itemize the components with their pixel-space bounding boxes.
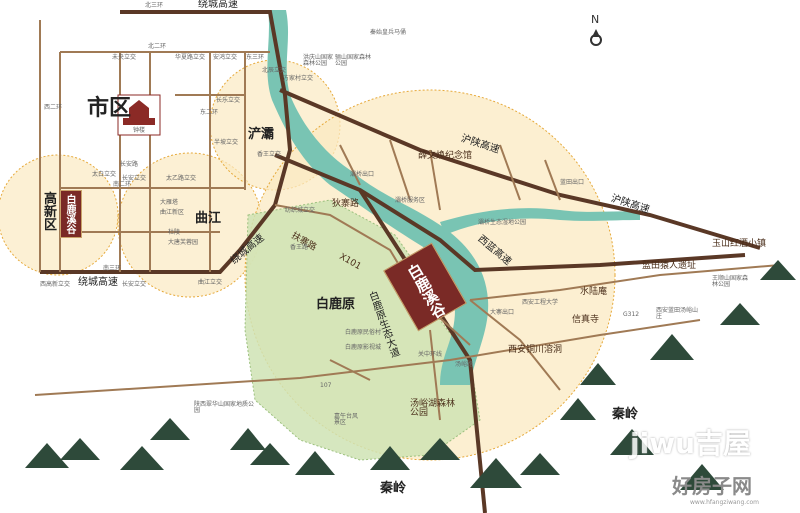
- interchange-20: 大雁塔: [160, 199, 179, 206]
- road-xi2: 西二环: [44, 104, 63, 111]
- bell-tower-label: 钟楼: [133, 127, 146, 134]
- interchange-9: 香王立交: [257, 151, 282, 158]
- ba-river: [267, 10, 489, 385]
- xilan-highway: [274, 153, 746, 273]
- road-changan: 长安路: [120, 161, 139, 168]
- road-107: [34, 319, 701, 396]
- place-yushan: 玉山红酒小镇: [712, 239, 767, 249]
- place-tangyu: 汤峪湖森林公园: [410, 399, 456, 418]
- chanba-roads: [339, 139, 561, 211]
- interchange-4: 北辰立交: [262, 67, 287, 74]
- bailuyuan-plateau: [244, 199, 481, 461]
- interchange-12: 太乙路立交: [166, 175, 197, 182]
- bell-tower-icon: [117, 94, 161, 136]
- road-g312: G312: [623, 311, 640, 318]
- interchange-15: 西高新立交: [40, 281, 71, 288]
- district-hightech-label: 高新区: [44, 192, 58, 233]
- place-lantian-tang: 西安蓝田汤峪山庄: [656, 307, 699, 320]
- road-dong3: 东三环: [246, 54, 265, 61]
- district-qinling-label: 秦岭: [380, 481, 407, 496]
- place-tangyu-road: 汤峪路: [455, 361, 474, 368]
- watermark-jiwu: jiwu吉屋: [630, 427, 751, 460]
- interchange-7: 长乐立交: [216, 97, 241, 104]
- place-dazhai: 大寨出口: [490, 309, 515, 316]
- g312-road: [469, 264, 781, 301]
- interchange-5: 方家村立交: [283, 75, 314, 82]
- river-branch: [440, 208, 640, 235]
- place-jiangcun: 灞桥服务区: [395, 197, 426, 204]
- hightech-circle: [0, 154, 119, 276]
- qinling-mountains: [25, 260, 796, 490]
- road-bei2: 北二环: [148, 43, 167, 50]
- city-grid: [59, 51, 270, 272]
- place-shanxi-park: 陕西翠华山国家地质公园: [194, 401, 255, 414]
- place-lantian-ape: 蓝田猿人遗址: [642, 261, 697, 271]
- road-bei3: 北三环: [145, 2, 164, 9]
- interchange-0: 未央立交: [112, 54, 137, 61]
- interchange-1: 华夏路立交: [175, 54, 206, 61]
- compass-icon: [590, 29, 602, 46]
- road-nan3: 南三环: [103, 265, 122, 272]
- place-hongqing: 洪庆山国家森林公园: [303, 54, 334, 67]
- road-kuangwang: 狄寨路: [332, 199, 360, 209]
- place-kuanhua: 关中环线: [418, 351, 443, 358]
- interchange-21: 曲江新区: [160, 209, 185, 216]
- district-qujiang-label: 曲江: [195, 211, 222, 226]
- interchange-23: 大唐芙蓉园: [168, 239, 199, 246]
- interchange-22: 杜陵: [168, 229, 181, 236]
- interchange-18: 纺织城立交: [285, 207, 316, 214]
- road-dong2: 东二环: [200, 109, 219, 116]
- watermark-haofang-url: www.hfangziwang.com: [690, 499, 760, 506]
- interchange-2: 安鸿立交: [213, 54, 238, 61]
- place-bailuyuan-expo: 白鹿原民俗村: [345, 329, 382, 336]
- place-dongjiao: 灞桥出口: [350, 171, 375, 178]
- place-shuilu: 水陆庵: [580, 287, 608, 297]
- district-chanba-label: 浐灞: [248, 127, 275, 142]
- highway-raocheng-bottom: 绕城高速: [78, 277, 118, 288]
- highway-raocheng-top: 绕城高速: [198, 0, 238, 10]
- place-qinhan: 秦始皇兵马俑: [370, 29, 407, 36]
- interchange-8: 半坡立交: [214, 139, 239, 146]
- interchange-16: 长安立交: [122, 281, 147, 288]
- place-baqiao-park: 灞桥生态湿地公园: [478, 219, 527, 226]
- interchange-17: 曲江立交: [198, 279, 223, 286]
- inner-road-east: [358, 188, 487, 513]
- brand-name-west: 白鹿溪谷: [64, 194, 75, 234]
- brand-name-main: 白鹿溪谷: [403, 260, 449, 322]
- place-dingshu: 嘉午台风景区: [334, 413, 359, 426]
- interchange-11: 长安立交: [122, 175, 147, 182]
- place-xian-hongdu: 西安工程大学: [522, 299, 559, 306]
- district-qinling-corner-label: 秦岭: [612, 407, 639, 422]
- brand-marker-west[interactable]: 白鹿溪谷: [60, 190, 82, 238]
- tangyu-roads: [329, 299, 561, 421]
- hushaan-highway: [279, 88, 761, 250]
- place-xue-memorial: 薛文焕纪念馆: [418, 151, 473, 161]
- place-bailuyuan-film: 白鹿原影视城: [345, 344, 382, 351]
- district-city-label: 市区: [87, 96, 132, 121]
- place-lishan: 骊山国家森林公园: [335, 54, 372, 67]
- district-bailuyuan-label: 白鹿原: [316, 297, 356, 312]
- interchange-10: 太白立交: [92, 171, 117, 178]
- place-lantian: 蓝田出口: [560, 179, 585, 186]
- compass-letter: N: [591, 13, 600, 26]
- road-nan2: 南二环: [113, 181, 132, 188]
- place-xiangwang-road: 香王路: [290, 244, 309, 251]
- place-wangshun: 王顺山国家森林公园: [712, 275, 749, 288]
- place-xian-tongchuan: 西安铜川溶洞: [508, 345, 563, 355]
- road-107: 107: [320, 382, 332, 389]
- watermark-haofang: 好房子网: [672, 474, 752, 498]
- place-xinzhen: 信真寺: [572, 315, 600, 325]
